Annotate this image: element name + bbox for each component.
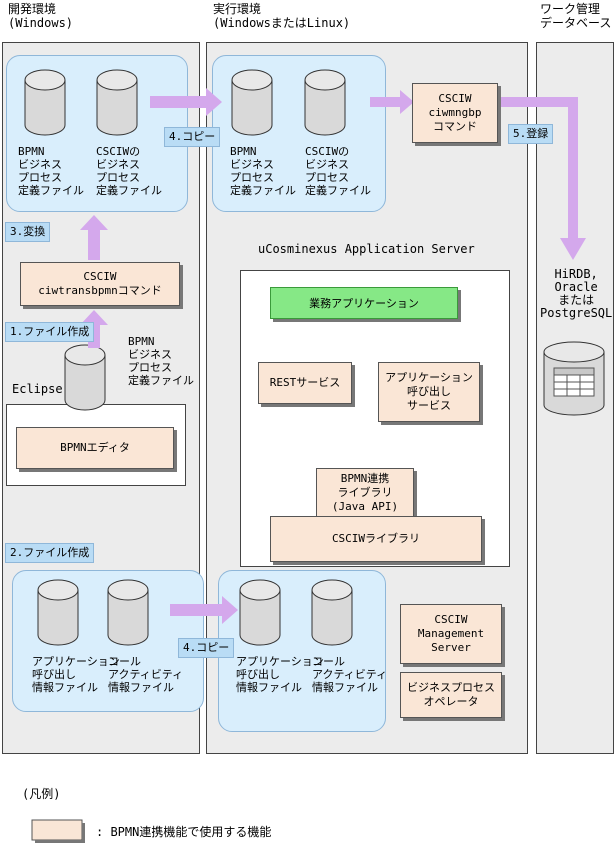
eclipse-bpmn-file-cylinder	[64, 344, 106, 411]
bpmn-file-caption: BPMN ビジネス プロセス 定義ファイル	[18, 145, 84, 197]
run-call-activity-caption: コール アクティビティ 情報ファイル	[312, 655, 388, 694]
app-server-title: uCosminexus Application Server	[258, 242, 475, 256]
run-bpmn-file-cylinder	[231, 69, 273, 136]
legend-title: (凡例)	[22, 787, 61, 801]
bpmn-editor-box: BPMNエディタ	[16, 427, 174, 469]
register-arrow	[497, 97, 586, 260]
eclipse-label: Eclipse	[12, 382, 63, 396]
ciwmngbp-command-box: CSCIW ciwmngbp コマンド	[412, 83, 498, 143]
dev-app-call-cylinder	[37, 579, 79, 646]
legend-description: : BPMN連携機能で使用する機能	[96, 825, 272, 839]
business-application-box: 業務アプリケーション	[270, 287, 458, 319]
step-2-file-create: 2.ファイル作成	[5, 543, 95, 563]
run-call-activity-cylinder	[311, 579, 353, 646]
to-mngbp-arrow	[370, 90, 414, 114]
dev-call-activity-caption: コール アクティビティ 情報ファイル	[108, 655, 184, 694]
header-run-env: 実行環境 (WindowsまたはLinux)	[213, 2, 351, 30]
run-bpmn-file-caption: BPMN ビジネス プロセス 定義ファイル	[230, 145, 296, 197]
convert-arrow	[80, 215, 108, 260]
run-app-call-cylinder	[239, 579, 281, 646]
step-1-file-create: 1.ファイル作成	[5, 322, 95, 342]
step-4-copy-bottom: 4.コピー	[178, 638, 235, 658]
copy-arrow-bottom	[170, 596, 238, 624]
business-process-operator-box: ビジネスプロセス オペレータ	[400, 672, 502, 718]
copy-arrow-top	[150, 88, 222, 116]
csciw-file-caption: CSCIWの ビジネス プロセス 定義ファイル	[96, 145, 162, 197]
dev-app-call-caption: アプリケーション 呼び出し 情報ファイル	[32, 655, 120, 694]
csciw-management-server-box: CSCIW Management Server	[400, 604, 502, 664]
csciw-file-cylinder	[96, 69, 138, 136]
header-db: ワーク管理 データベース	[540, 2, 612, 30]
app-call-service-box: アプリケーション 呼び出し サービス	[378, 362, 480, 422]
eclipse-bpmn-file-caption: BPMN ビジネス プロセス 定義ファイル	[128, 335, 194, 387]
header-dev-env: 開発環境 (Windows)	[8, 2, 74, 30]
database-cylinder	[543, 341, 605, 416]
dev-call-activity-cylinder	[107, 579, 149, 646]
legend-swatch	[31, 819, 83, 841]
run-csciw-file-cylinder	[304, 69, 346, 136]
step-3-convert: 3.変換	[5, 222, 51, 242]
step-5-register: 5.登録	[508, 124, 554, 144]
run-csciw-file-caption: CSCIWの ビジネス プロセス 定義ファイル	[305, 145, 371, 197]
rest-service-box: RESTサービス	[258, 362, 352, 404]
database-caption: HiRDB, Oracle または PostgreSQL	[540, 267, 613, 320]
csciw-library-box: CSCIWライブラリ	[270, 516, 482, 562]
step-4-copy-top: 4.コピー	[164, 127, 221, 147]
bpmn-library-box: BPMN連携 ライブラリ (Java API)	[316, 468, 414, 518]
ciwtransbpmn-command-box: CSCIW ciwtransbpmnコマンド	[20, 262, 180, 306]
bpmn-file-cylinder	[24, 69, 66, 136]
run-app-call-caption: アプリケーション 呼び出し 情報ファイル	[236, 655, 324, 694]
